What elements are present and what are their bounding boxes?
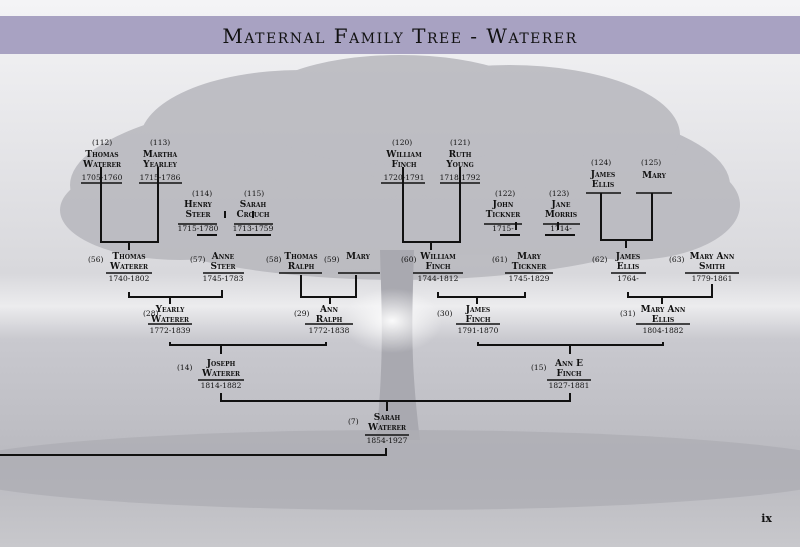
person-name: Mary <box>346 252 370 262</box>
person-number: (28) <box>143 309 159 318</box>
person-number: (31) <box>620 309 636 318</box>
person-dates: 1718-1792 <box>439 173 481 182</box>
person-name: John <box>492 200 514 210</box>
person-name: Yearley <box>143 160 177 170</box>
person-name: Mary Ann <box>689 252 735 262</box>
person-dates: 1714- <box>550 224 572 233</box>
person-name: William <box>386 150 422 160</box>
person-name: Yearly <box>155 305 185 315</box>
person-name: Steer <box>210 262 236 272</box>
person-dates: 1745-1829 <box>508 274 550 283</box>
person-dates: 1715-1786 <box>139 173 181 182</box>
person-name: Tickner <box>485 210 521 220</box>
person-dates: 1715-1780 <box>177 224 219 233</box>
person-number: (120) <box>392 138 413 147</box>
person-name: Ralph <box>287 262 315 272</box>
person-dates: 1779-1861 <box>691 274 733 283</box>
person-dates: 1740-1802 <box>108 274 150 283</box>
person-dates: 1772-1838 <box>308 326 350 335</box>
person-name: Waterer <box>201 369 241 379</box>
person-number: (123) <box>549 189 570 198</box>
person-name: Waterer <box>82 160 122 170</box>
person-name: Waterer <box>150 315 190 325</box>
page-title: Maternal Family Tree - Waterer <box>222 24 578 48</box>
person-name: Henry <box>184 200 212 210</box>
person-name: Sarah <box>239 200 267 210</box>
person-dates: 1705-1760 <box>81 173 123 182</box>
person-name: Ruth <box>448 150 472 160</box>
person-dates: 1827-1881 <box>548 381 590 390</box>
person-dates: 1745-1783 <box>202 274 244 283</box>
person-dates: 1814-1882 <box>200 381 242 390</box>
person-number: (115) <box>244 189 265 198</box>
person-dates: 1804-1882 <box>642 326 684 335</box>
person-name: James <box>465 305 491 315</box>
person-number: (15) <box>531 363 547 372</box>
person-name: Thomas <box>85 150 119 160</box>
person-dates: 1744-1812 <box>417 274 459 283</box>
person-number: (113) <box>150 138 171 147</box>
person-name: Finch <box>556 369 582 379</box>
person-name: Finch <box>425 262 451 272</box>
person-name: Young <box>446 160 474 170</box>
person-number: (61) <box>492 255 508 264</box>
person-number: (60) <box>401 255 417 264</box>
person-number: (112) <box>92 138 113 147</box>
person-name: William <box>420 252 456 262</box>
person-number: (114) <box>192 189 213 198</box>
person-name: Morris <box>544 210 578 220</box>
person-number: (7) <box>348 417 359 426</box>
person-dates: 1720-1791 <box>383 173 425 182</box>
person-dates: 1764- <box>617 274 639 283</box>
person-name: Mary Ann <box>640 305 686 315</box>
person-number: (59) <box>324 255 340 264</box>
person-name: Steer <box>185 210 211 220</box>
person-name: Martha <box>142 150 178 160</box>
person-name: Ellis <box>651 315 675 325</box>
title-banner <box>0 16 800 54</box>
person-dates: 1713-1759 <box>232 224 274 233</box>
person-number: (57) <box>190 255 206 264</box>
person-name: Anne <box>211 252 235 262</box>
person-number: (56) <box>88 255 104 264</box>
person-name: Finch <box>465 315 491 325</box>
person-dates: 1715- <box>492 224 514 233</box>
person-name: Jane <box>551 200 571 210</box>
person-number: (29) <box>294 309 310 318</box>
person-name: Ann E <box>555 359 583 369</box>
person-name: Smith <box>698 262 726 272</box>
person-name: Ellis <box>591 180 615 190</box>
person-name: James <box>590 170 616 180</box>
person-name: Waterer <box>109 262 149 272</box>
person-name: Crouch <box>236 210 270 220</box>
page-number: ix <box>761 512 772 525</box>
person-name: Tickner <box>511 262 547 272</box>
person-name: Thomas <box>112 252 146 262</box>
person-dates: 1854-1927 <box>366 436 408 445</box>
person-name: Ann <box>320 305 338 315</box>
person-number: (121) <box>450 138 471 147</box>
person-number: (124) <box>591 158 612 167</box>
person-name: James <box>615 252 641 262</box>
person-dates: 1791-1870 <box>457 326 499 335</box>
person-name: Joseph <box>206 359 236 369</box>
person-number: (63) <box>669 255 685 264</box>
person-name: Finch <box>391 160 417 170</box>
person-name: Ellis <box>616 262 640 272</box>
person-number: (122) <box>495 189 516 198</box>
person-name: Ralph <box>315 315 343 325</box>
person-name: Mary <box>642 171 666 181</box>
person-name: Waterer <box>367 423 407 433</box>
person-number: (62) <box>592 255 608 264</box>
person-number: (125) <box>641 158 662 167</box>
person-dates: 1772-1839 <box>149 326 191 335</box>
person-number: (30) <box>437 309 453 318</box>
person-number: (58) <box>266 255 282 264</box>
person-number: (14) <box>177 363 193 372</box>
person-name: Thomas <box>284 252 318 262</box>
person-name: Sarah <box>373 413 401 423</box>
person-name: Mary <box>517 252 541 262</box>
